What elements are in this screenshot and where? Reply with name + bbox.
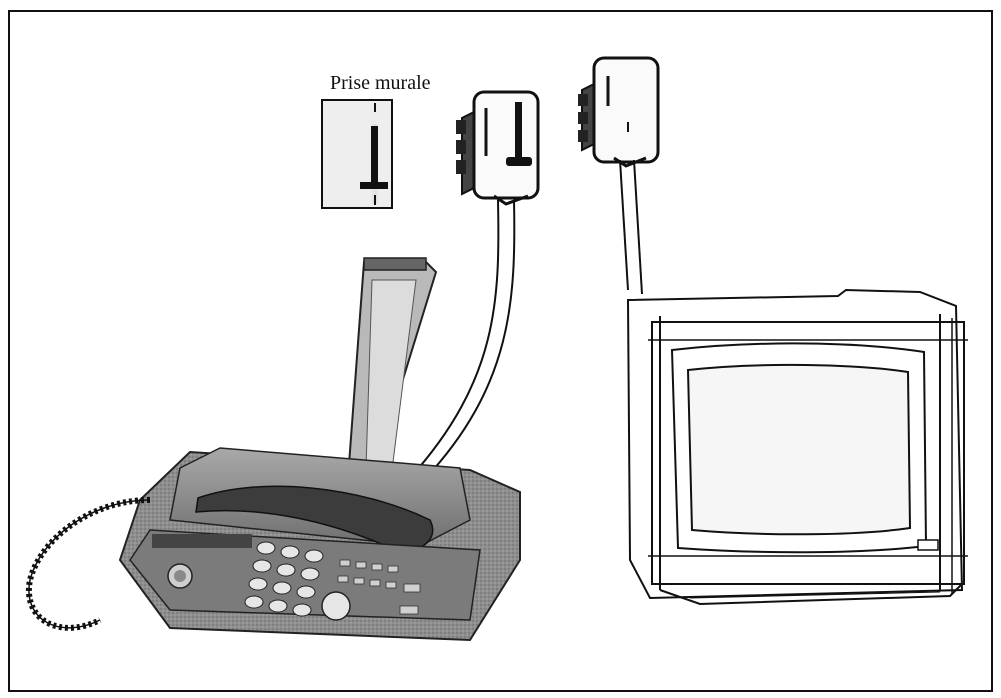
monitor-icon xyxy=(628,290,968,604)
fax-cable xyxy=(410,200,514,480)
fax-machine-icon xyxy=(29,258,520,640)
monitor-cable xyxy=(620,160,642,294)
phone-plug-icon-2 xyxy=(578,58,658,166)
phone-plug-icon xyxy=(456,92,538,204)
wall-socket-icon xyxy=(322,100,392,208)
